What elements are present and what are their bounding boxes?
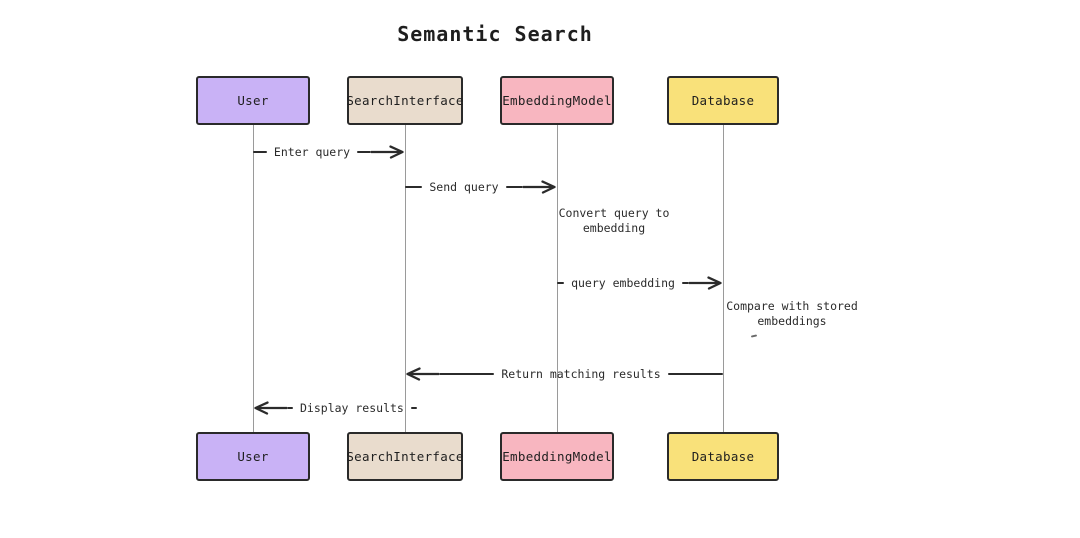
- actor-search-interface-bottom: SearchInterface: [346, 432, 464, 481]
- stray-pen-mark: [750, 334, 758, 338]
- actor-label: User: [237, 93, 269, 108]
- message-label: Send query: [429, 180, 499, 194]
- lifeline-embedding-model: [557, 125, 558, 433]
- arrowhead-left-icon: [254, 401, 287, 415]
- message-line: [357, 151, 372, 153]
- message-line: [681, 282, 690, 284]
- message-line: [253, 151, 267, 153]
- lifeline-user: [253, 125, 254, 433]
- actor-database-top: Database: [667, 76, 779, 125]
- arrowhead-left-icon: [406, 367, 439, 381]
- message-line: [557, 282, 565, 284]
- message-line: [505, 186, 523, 188]
- message-line: [410, 407, 417, 409]
- message-return-matching-results: Return matching results: [405, 364, 723, 384]
- message-query-embedding: query embedding: [557, 273, 723, 293]
- actor-embedding-model-bottom: EmbeddingModel: [500, 432, 614, 481]
- actor-user-bottom: User: [196, 432, 310, 481]
- message-label: query embedding: [571, 276, 675, 290]
- actor-search-interface-top: SearchInterface: [346, 76, 464, 125]
- actor-embedding-model-top: EmbeddingModel: [500, 76, 614, 125]
- actor-label: Database: [691, 93, 755, 108]
- actor-label: SearchInterface: [346, 93, 464, 108]
- message-label: Enter query: [273, 145, 351, 159]
- lifeline-search-interface: [405, 125, 406, 433]
- actor-label: User: [237, 449, 269, 464]
- arrowhead-right-icon: [371, 145, 404, 159]
- arrowhead-right-icon: [523, 180, 556, 194]
- actor-label: EmbeddingModel: [502, 93, 612, 108]
- actor-label: SearchInterface: [346, 449, 464, 464]
- actor-user-top: User: [196, 76, 310, 125]
- diagram-title: Semantic Search: [397, 22, 593, 46]
- message-line: [287, 407, 293, 409]
- note-compare-with-stored-embeddings: Compare with stored embeddings: [726, 299, 858, 328]
- lifeline-database: [723, 125, 724, 433]
- actor-database-bottom: Database: [667, 432, 779, 481]
- arrowhead-right-icon: [689, 276, 722, 290]
- message-line: [405, 186, 423, 188]
- message-enter-query: Enter query: [253, 142, 405, 162]
- actor-label: Database: [691, 449, 755, 464]
- message-label: Display results: [300, 401, 404, 415]
- message-label: Return matching results: [501, 367, 661, 381]
- message-display-results: Display results: [253, 398, 417, 418]
- message-line: [667, 373, 723, 375]
- message-line: [439, 373, 495, 375]
- note-convert-query-to-embedding: Convert query to embedding: [558, 206, 670, 235]
- message-send-query: Send query: [405, 177, 557, 197]
- actor-label: EmbeddingModel: [502, 449, 612, 464]
